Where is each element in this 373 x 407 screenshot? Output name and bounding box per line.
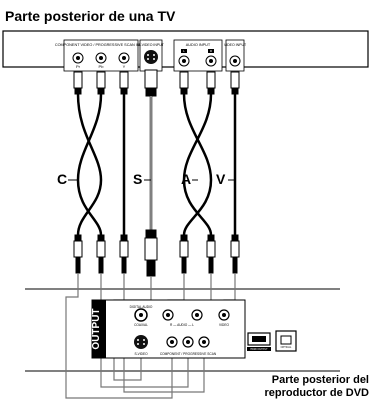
dvd-component-label: COMPONENT / PROGRESSIVE SCAN bbox=[160, 352, 217, 356]
tv-component-label: COMPONENT VIDEO / PROGRESSIVE SCAN INPUT bbox=[55, 43, 148, 47]
dvd-optical-label: OPTICAL bbox=[281, 346, 292, 349]
tv-svideo-label: S-VIDEO INPUT bbox=[138, 43, 165, 47]
cables bbox=[76, 93, 237, 236]
dvd-connector-panel: OUTPUT DIGITAL AUDIO COAXIAL R — AUDIO —… bbox=[91, 299, 246, 359]
tv-port-l: L bbox=[183, 49, 185, 53]
cable-label-v: V bbox=[216, 171, 226, 187]
dvd-hdmi-label: HDMI OUTPUT bbox=[250, 348, 268, 351]
dvd-svideo-label: S-VIDEO bbox=[134, 352, 148, 356]
dvd-optical-output: OPTICAL bbox=[275, 330, 297, 352]
dvd-hdmi-output: HDMI OUTPUT bbox=[247, 332, 271, 351]
dvd-output-label: OUTPUT bbox=[91, 308, 102, 349]
tv-video-panel: VIDEO INPUT bbox=[224, 39, 247, 72]
dvd-coaxial-label: COAXIAL bbox=[134, 323, 148, 327]
upper-plugs bbox=[73, 69, 240, 97]
cable-label-c: C bbox=[57, 171, 67, 187]
dvd-audio-row-label: R — AUDIO — L bbox=[170, 323, 194, 327]
dvd-rear-caption: Parte posterior del reproductor de DVD bbox=[264, 374, 369, 399]
cable-label-a: A bbox=[181, 171, 191, 187]
tv-port-r: R bbox=[210, 49, 213, 53]
lower-plugs bbox=[73, 229, 240, 277]
tv-port-pr: Pr bbox=[76, 64, 81, 69]
cable-label-s: S bbox=[133, 171, 142, 187]
tv-audio-label: AUDIO INPUT bbox=[186, 43, 211, 47]
dvd-video-label: VIDEO bbox=[219, 323, 229, 327]
tv-video-label: VIDEO INPUT bbox=[224, 43, 247, 47]
tv-audio-panel: AUDIO INPUT L R bbox=[173, 39, 223, 72]
page-title: Parte posterior de una TV bbox=[5, 8, 176, 24]
tv-component-panel: COMPONENT VIDEO / PROGRESSIVE SCAN INPUT… bbox=[55, 39, 148, 72]
dvd-digital-audio-label: DIGITAL AUDIO bbox=[130, 305, 153, 309]
tv-port-y: Y bbox=[123, 64, 126, 69]
tv-port-pb: Pb bbox=[99, 64, 105, 69]
tv-svideo-panel: S-VIDEO INPUT bbox=[138, 39, 165, 72]
